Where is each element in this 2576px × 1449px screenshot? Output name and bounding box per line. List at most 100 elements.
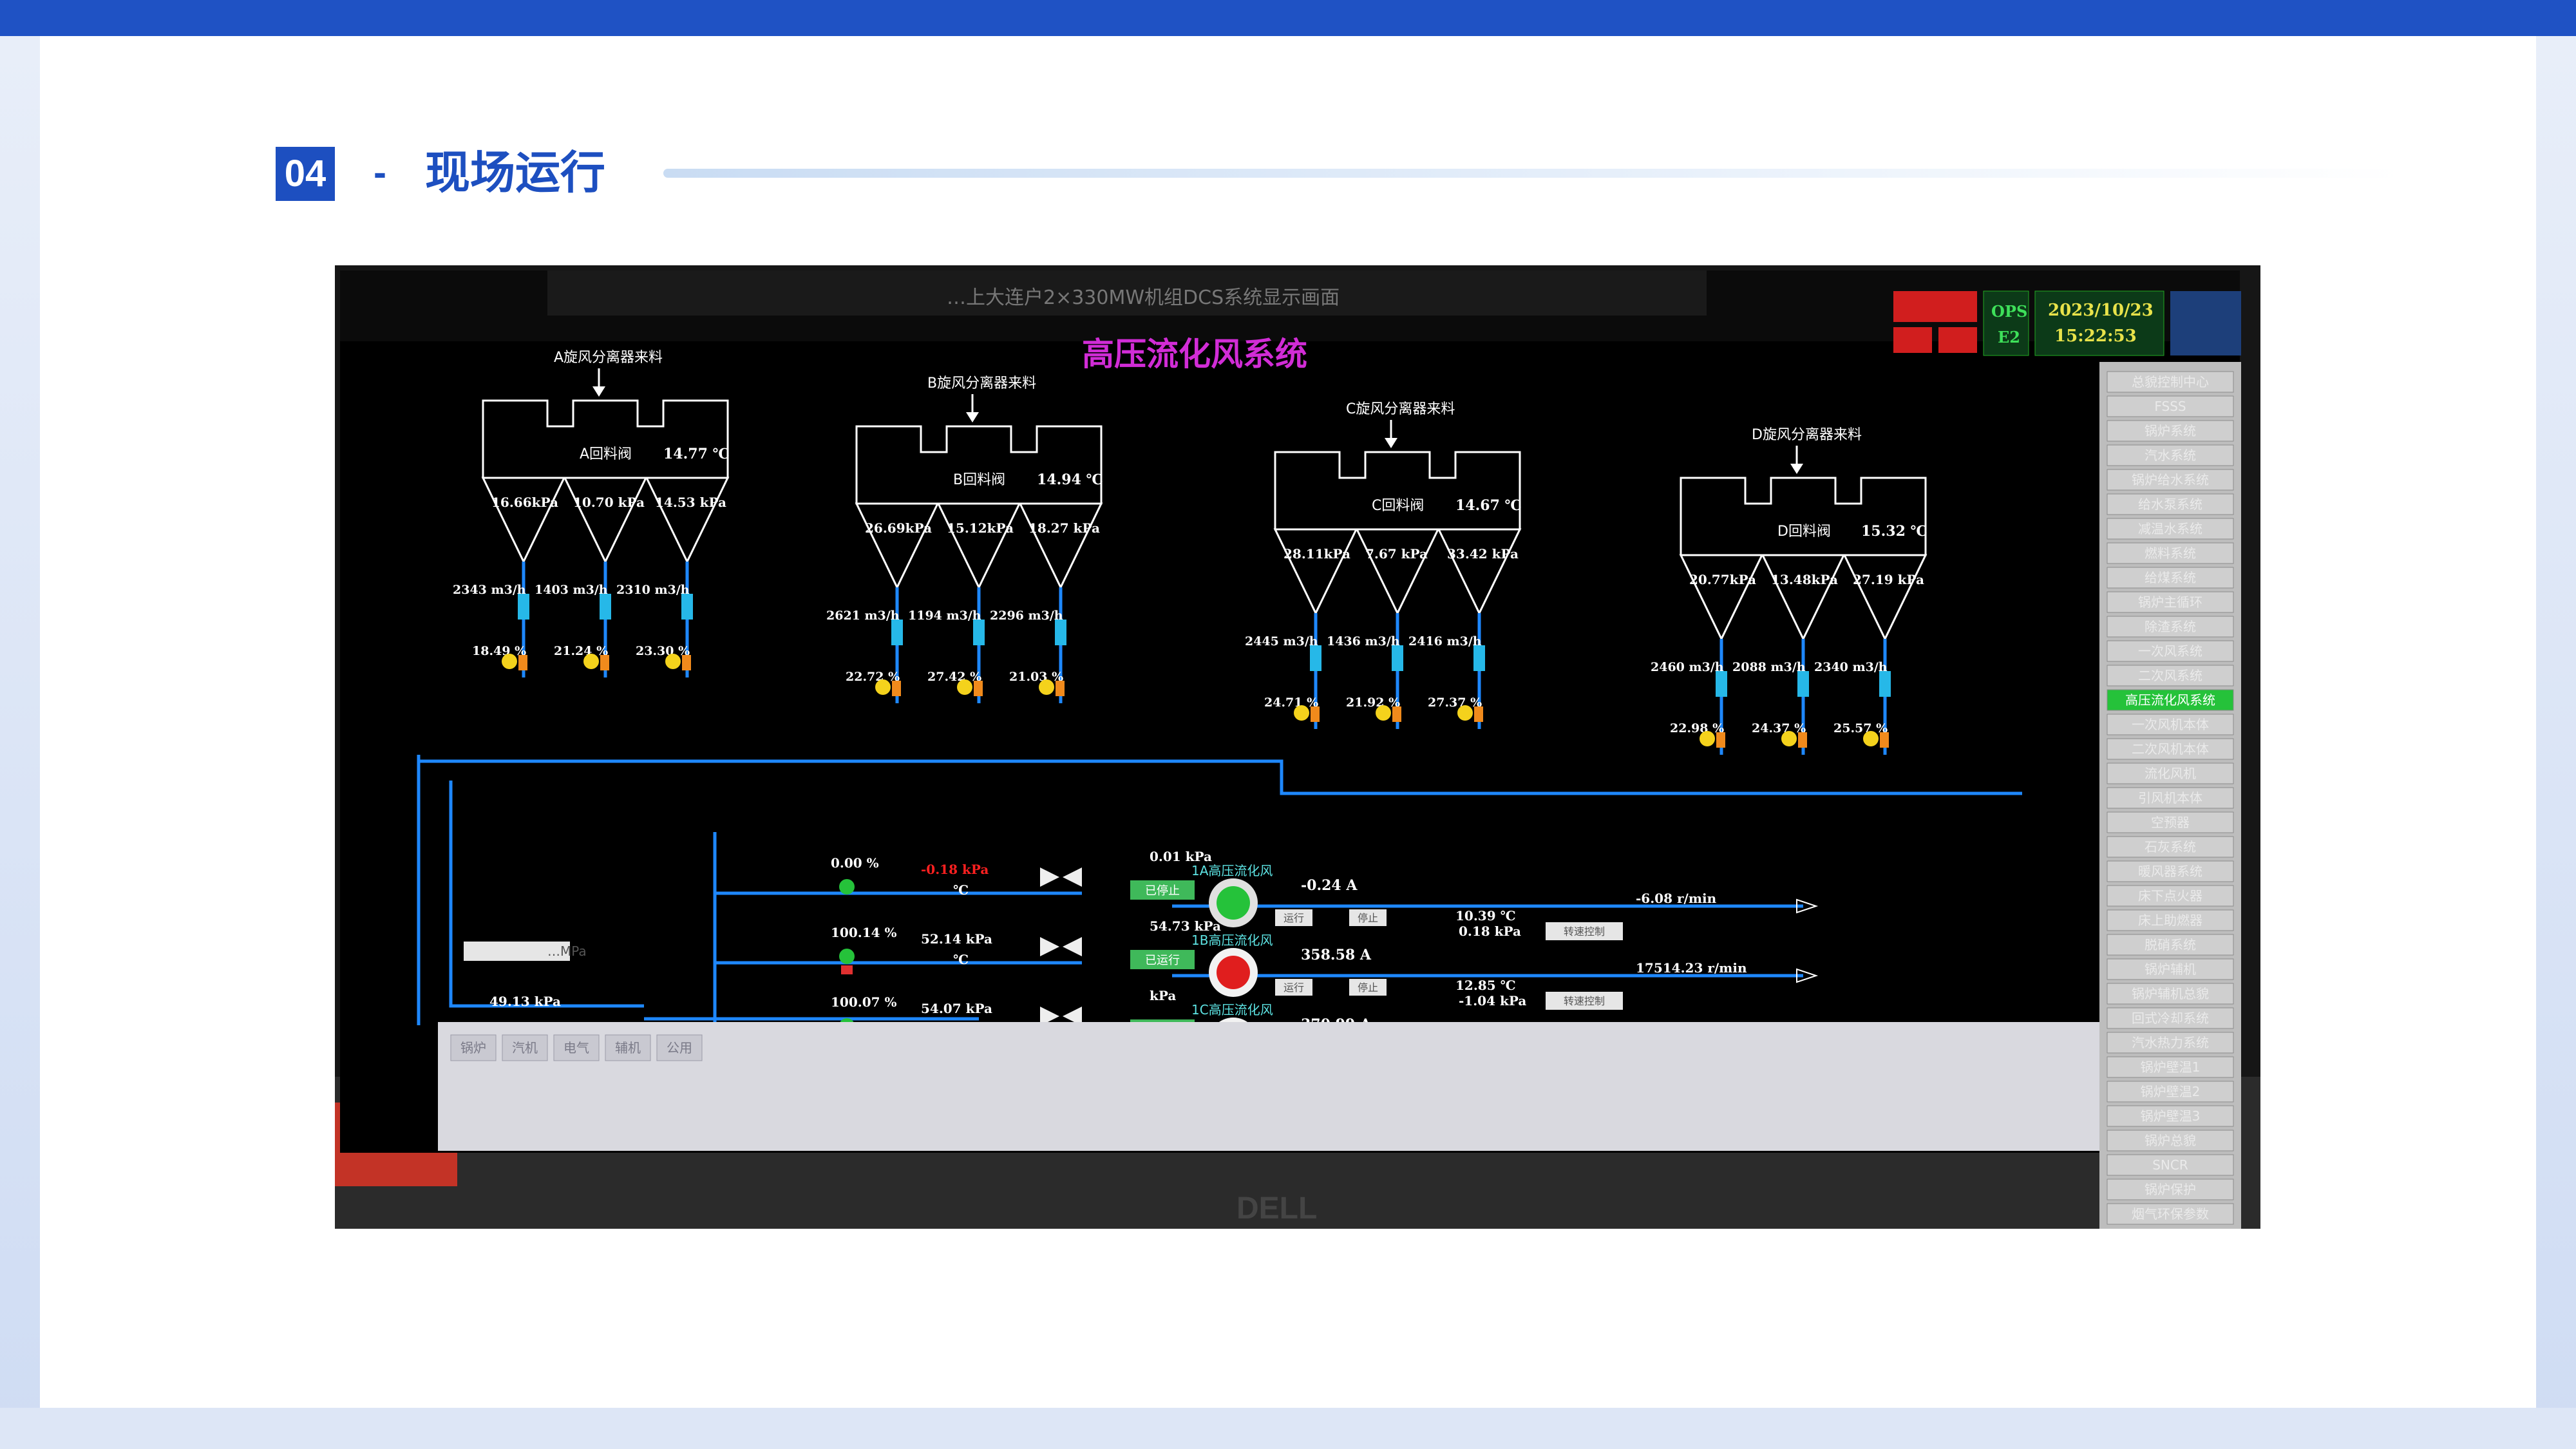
valve-indicator[interactable] [875,679,891,695]
fan-motor-icon[interactable] [1217,956,1250,989]
valve-value: 27.42 % [927,670,981,684]
valve-actuator[interactable] [1474,706,1483,722]
bottom-tab[interactable] [656,1034,703,1061]
damper-icon[interactable] [1040,1007,1059,1026]
nav-menu-item[interactable] [2107,811,2234,833]
flow-meter [1716,671,1727,697]
fan-status-badge[interactable] [1130,880,1195,900]
flow-meter [891,620,903,645]
fan-stop-button[interactable] [1349,909,1387,926]
nav-menu-item[interactable] [2107,787,2234,809]
valve-actuator[interactable] [682,655,691,670]
damper-icon[interactable] [1063,867,1082,887]
valve-actuator[interactable] [1798,732,1807,748]
nav-menu-item[interactable] [2107,1032,2234,1054]
fan-mode-button[interactable] [1546,922,1623,940]
bottom-tab[interactable] [553,1034,600,1061]
valve-indicator[interactable] [665,654,681,669]
fan-run-button[interactable] [1275,979,1312,996]
nav-menu-item[interactable] [2107,885,2234,907]
alarm-block-1[interactable] [1893,291,1977,322]
nav-menu-item[interactable] [2107,395,2234,417]
valve-indicator[interactable] [502,654,517,669]
fan-temp: 10.39 ℃ [1455,908,1516,923]
damper-icon[interactable] [1040,867,1059,887]
bottom-tab[interactable] [605,1034,651,1061]
nav-menu-item[interactable] [2107,958,2234,980]
valve-indicator[interactable] [1781,731,1797,746]
valve-indicator[interactable] [1294,705,1309,721]
nav-menu-item[interactable] [2107,983,2234,1005]
nav-menu-item[interactable] [2107,542,2234,564]
fan-status-badge[interactable] [1130,950,1195,969]
nav-menu-item[interactable] [2107,714,2234,735]
nav-menu-item[interactable] [2107,909,2234,931]
damper-icon[interactable] [1040,937,1059,956]
nav-menu-item[interactable] [2107,1179,2234,1200]
nav-menu-item[interactable] [2107,567,2234,589]
valve-actuator[interactable] [1392,706,1401,722]
fan-stop-button[interactable] [1349,979,1387,996]
valve-indicator[interactable] [957,679,972,695]
fan-name: 1B高压流化风 [1191,933,1273,948]
fan-valve-indicator[interactable] [839,879,855,895]
nav-menu-item[interactable] [2107,640,2234,662]
bottom-tab[interactable] [502,1034,548,1061]
time-text: 15:22:53 [2054,327,2137,346]
nav-menu-item[interactable] [2107,371,2234,393]
nav-menu-item[interactable] [2107,1154,2234,1176]
nav-menu-item[interactable] [2107,1007,2234,1029]
valve-actuator[interactable] [1880,732,1889,748]
nav-menu-item[interactable] [2107,689,2234,711]
nav-menu-item[interactable] [2107,934,2234,956]
nav-menu-item[interactable] [2107,1130,2234,1151]
valve-actuator[interactable] [1716,732,1725,748]
ops-label: OPS [1991,302,2027,321]
valve-actuator[interactable] [892,681,901,696]
valve-indicator[interactable] [1863,731,1879,746]
nav-menu-item[interactable] [2107,420,2234,442]
nav-menu-item[interactable] [2107,1203,2234,1225]
damper-icon[interactable] [1063,1007,1082,1026]
cone-pressure: 16.66kPa [491,495,558,510]
nav-menu-item[interactable] [2107,518,2234,540]
fan-mode-button[interactable] [1546,992,1623,1010]
valve-indicator[interactable] [1457,705,1473,721]
nav-menu-item[interactable] [2107,444,2234,466]
damper-icon[interactable] [1063,937,1082,956]
nav-menu-item[interactable] [2107,860,2234,882]
nav-menu-item[interactable] [2107,1081,2234,1103]
valve-actuator[interactable] [600,655,609,670]
alarm-block-3[interactable] [1938,327,1977,353]
valve-actuator[interactable] [518,655,527,670]
valve-actuator[interactable] [1311,706,1320,722]
nav-menu-item[interactable] [2107,1056,2234,1078]
alarm-block-2[interactable] [1893,327,1932,353]
nav-menu-item[interactable] [2107,493,2234,515]
nav-menu-item[interactable] [2107,1105,2234,1127]
fan-motor-icon[interactable] [1217,886,1250,920]
separator-feed-label: B旋风分离器来料 [927,375,1036,392]
flow-value: 2416 m3/h [1408,634,1482,649]
nav-menu-item[interactable] [2107,738,2234,760]
fan-valve-indicator[interactable] [839,949,855,964]
aux-input-box[interactable] [464,942,570,961]
nav-menu-item[interactable] [2107,616,2234,638]
bottom-tab[interactable] [450,1034,497,1061]
nav-menu-item[interactable] [2107,591,2234,613]
aux-input-unit: …MPa [547,943,587,959]
monitor-brand: DELL [1236,1191,1317,1226]
valve-indicator[interactable] [583,654,599,669]
nav-menu-item[interactable] [2107,665,2234,687]
hopper-temp: 14.77 ℃ [663,446,730,462]
valve-actuator[interactable] [1056,681,1065,696]
fan-run-button[interactable] [1275,909,1312,926]
valve-indicator[interactable] [1376,705,1391,721]
valve-actuator[interactable] [974,681,983,696]
nav-menu-item[interactable] [2107,469,2234,491]
valve-indicator[interactable] [1039,679,1054,695]
nav-menu-item[interactable] [2107,762,2234,784]
nav-menu-item[interactable] [2107,836,2234,858]
valve-indicator[interactable] [1700,731,1715,746]
